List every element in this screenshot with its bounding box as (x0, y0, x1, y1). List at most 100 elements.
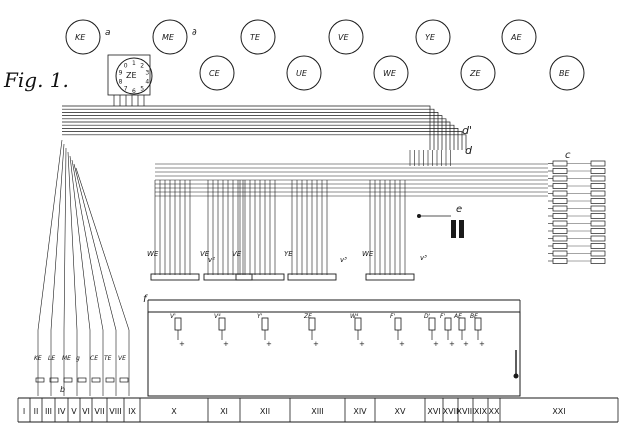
callout-v3: v³ (340, 256, 347, 264)
switch-label: AE (453, 313, 462, 320)
terminal-block (552, 183, 568, 189)
left-bundle-wire (67, 151, 78, 396)
section-label: X (171, 407, 177, 416)
selector-label: ZE (126, 71, 137, 80)
upper-bus-wire (62, 131, 463, 150)
upper-bus-wire (62, 128, 459, 150)
plus-sign: + (266, 340, 272, 348)
dial-numeral: 3 (145, 70, 149, 77)
dial-numeral: 6 (132, 88, 136, 95)
dial-numeral: 2 (140, 63, 144, 70)
callout-d: d (465, 144, 473, 157)
terminal-block (552, 235, 568, 242)
group-label: WE (362, 250, 374, 258)
relay-label: WE (383, 69, 397, 78)
plus-sign: + (179, 340, 185, 348)
switch-label: Y' (257, 313, 263, 320)
terminal-block (552, 213, 568, 219)
switch-label: D' (424, 313, 431, 320)
upper-bus-wire (62, 105, 431, 150)
terminal-block (552, 168, 568, 174)
group-bar (235, 273, 285, 281)
small-terminal (91, 377, 101, 383)
small-terminal (77, 377, 87, 383)
callout-v2: v² (208, 256, 215, 264)
relay-coil (394, 317, 402, 331)
terminal-block (552, 175, 568, 182)
section-label: V (71, 407, 77, 416)
section-label: XXI (552, 407, 565, 416)
left-bus-label: LE (48, 355, 55, 362)
section-label: XVIII (456, 407, 474, 416)
small-terminal (105, 377, 115, 383)
callout-v3b: v³ (420, 254, 427, 262)
plus-sign: + (463, 340, 469, 348)
relay-circle (240, 19, 276, 55)
plus-sign: + (359, 340, 365, 348)
dial-numeral: 9 (119, 70, 123, 77)
relay-ref-letter: ∂ (192, 28, 197, 38)
terminal-block (552, 258, 568, 264)
small-terminal (49, 377, 59, 383)
switch-label: ZE (303, 313, 312, 320)
relay-circle (152, 19, 188, 55)
group-bar (203, 273, 253, 281)
terminal-block (552, 205, 568, 212)
section-label: III (45, 407, 52, 416)
plus-sign: + (313, 340, 319, 348)
left-bundle-wire (69, 155, 91, 396)
group-bar (150, 273, 200, 281)
terminal-block (590, 220, 606, 227)
section-label: XVI (427, 407, 440, 416)
terminal-block (590, 175, 606, 182)
section-label: VIII (109, 407, 122, 416)
left-bus-label: ME (62, 355, 71, 362)
relay-coil (174, 317, 182, 331)
section-label: VII (94, 407, 104, 416)
group-bar (287, 273, 337, 281)
switch-label: BE (470, 313, 478, 320)
terminal-block (590, 205, 606, 212)
terminal-block (590, 258, 606, 264)
upper-bus-wire (62, 112, 439, 150)
left-bundle-wire (71, 159, 104, 396)
left-bus-label: TE (104, 355, 112, 362)
group-label: VE (200, 250, 210, 258)
upper-bus-wire (62, 115, 443, 150)
relay-label: BE (559, 69, 570, 78)
relay-circle (199, 55, 235, 91)
left-bus-label: g (76, 355, 80, 362)
section-label: XIII (311, 407, 324, 416)
left-bundle-wire (73, 163, 117, 396)
lever-knob (513, 373, 519, 379)
section-label: VI (82, 407, 90, 416)
dial-numeral: 0 (124, 63, 128, 70)
terminal-block (590, 250, 606, 257)
terminal-dot (417, 214, 421, 218)
relay-circle (549, 55, 585, 91)
relay-label: ZE (469, 69, 481, 78)
terminal-block (590, 183, 606, 189)
selector-dial (115, 57, 153, 95)
relay-circle (286, 55, 322, 91)
terminal-strips (552, 160, 606, 264)
section-label: XI (220, 407, 228, 416)
upper-bus-wire (62, 108, 435, 150)
relay-label: YE (425, 33, 436, 42)
transformer-core (451, 220, 456, 238)
section-label: XVII (443, 407, 459, 416)
upper-bus-wire (62, 134, 467, 150)
section-label: IV (58, 407, 66, 416)
switch-label: F' (440, 313, 445, 320)
relay-label: ME (162, 33, 175, 42)
relay-label: CE (209, 69, 221, 78)
section-label: XIX (474, 407, 488, 416)
relay-label: AE (510, 33, 522, 42)
relay-ref-letter: a (105, 28, 111, 38)
terminal-block (552, 243, 568, 249)
section-label: IX (128, 407, 136, 416)
terminal-block (552, 198, 568, 204)
terminal-block (590, 160, 606, 167)
group-label: WE (147, 250, 159, 258)
terminal-block (552, 190, 568, 197)
